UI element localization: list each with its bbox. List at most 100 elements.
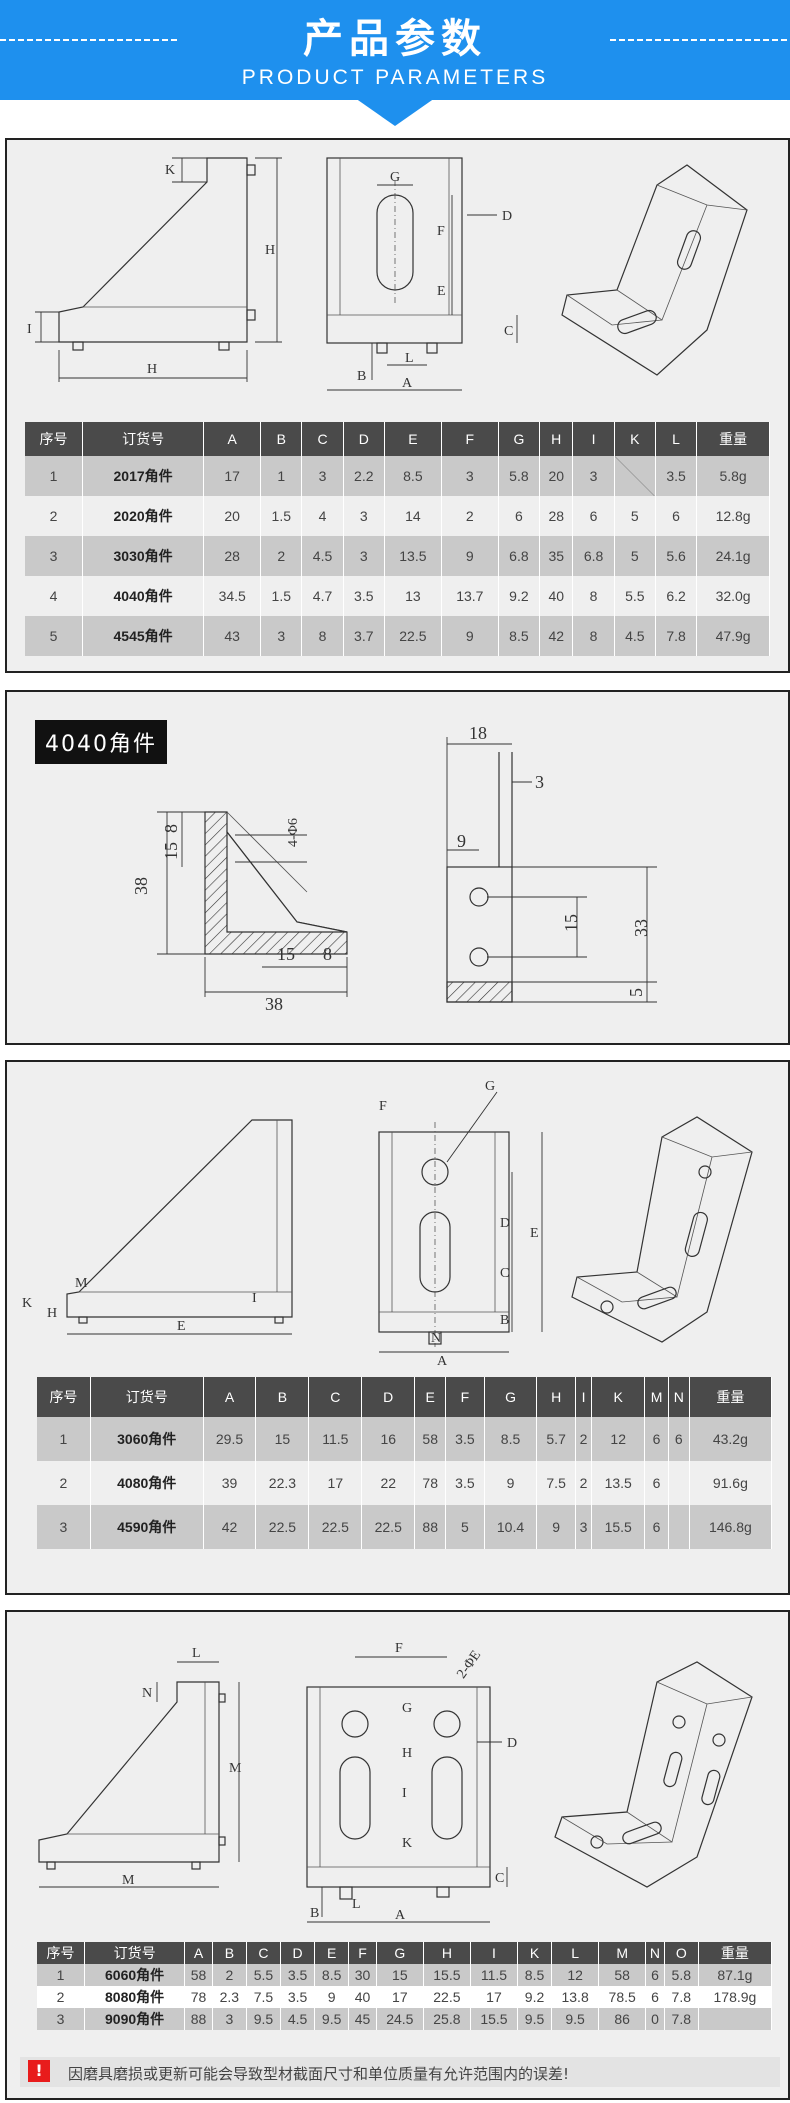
label-h-horizontal: H (147, 362, 157, 377)
cell: 28 (539, 496, 574, 536)
label-c: C (504, 324, 513, 339)
label-g: G (402, 1701, 412, 1716)
cell: 2 (37, 1461, 91, 1505)
cell: 78.5 (598, 1986, 647, 2008)
cell: 5.7 (536, 1417, 576, 1461)
cell: 5.5 (246, 1964, 282, 1986)
cell: 3 (25, 536, 83, 576)
label-k: K (165, 163, 175, 178)
cell: 1 (37, 1964, 85, 1986)
label-b: B (500, 1313, 509, 1328)
cell: 5.8 (498, 456, 541, 496)
cell: 7.8 (664, 1986, 699, 2008)
cell: 146.8g (689, 1505, 773, 1549)
label-e-vertical: E (530, 1226, 539, 1241)
label-k: K (22, 1296, 32, 1311)
cell: 43.2g (689, 1417, 773, 1461)
error-notice-bar: ! 因磨具磨损或更新可能会导致型材截面尺寸和单位质量有允许范围内的误差! (20, 2057, 780, 2087)
cell: 22.5 (384, 616, 442, 656)
dim-9: 9 (457, 831, 466, 851)
diagram-large-bracket: L N M M F 2-ΦE G H D I K C (38, 1641, 753, 1923)
cell: 30 (348, 1964, 377, 1986)
cell: 17 (308, 1461, 363, 1505)
label-d: D (502, 209, 512, 224)
cell: 1 (260, 456, 303, 496)
cell-model: 6060角件 (84, 1964, 186, 1986)
cell: 3 (575, 1505, 593, 1549)
col-header: E (414, 1377, 447, 1417)
dim-15-vertical: 15 (161, 842, 181, 860)
cell-model: 4040角件 (82, 576, 205, 616)
label-l: L (405, 351, 414, 366)
cell: 2.3 (212, 1986, 247, 2008)
cell: 5 (614, 536, 656, 576)
cell: 24.5 (376, 2008, 424, 2030)
dim-4-phi6: 4-Φ6 (286, 818, 301, 847)
cell: 5 (614, 496, 656, 536)
col-header: K (614, 422, 656, 456)
col-header: H (536, 1377, 576, 1417)
cell-model: 2017角件 (82, 456, 205, 496)
cell: 15 (255, 1417, 310, 1461)
cell: 47.9g (696, 616, 770, 656)
header-banner: 产品参数 PRODUCT PARAMETERS (0, 0, 790, 128)
table-row: 3 9090角件 88 3 9.5 4.5 9.5 45 24.5 25.8 1… (37, 2008, 773, 2030)
cell: 20 (203, 496, 262, 536)
spec-table-large: 序号 订货号 A B C D E F G H I K L M N O 重量 1 (37, 1942, 773, 2030)
cell: 28 (203, 536, 262, 576)
cell-model: 2020角件 (82, 496, 205, 536)
cell: 13.7 (441, 576, 499, 616)
col-header: E (384, 422, 442, 456)
col-header: 序号 (37, 1377, 91, 1417)
dim-3: 3 (535, 772, 544, 792)
cell: 6 (498, 496, 541, 536)
cell: 40 (348, 1986, 377, 2008)
long-side-view-drawing: E M K H I (22, 1119, 293, 1335)
cell: 86 (598, 2008, 647, 2030)
cell: 5 (445, 1505, 485, 1549)
label-d: D (507, 1736, 517, 1751)
cell: 17 (470, 1986, 518, 2008)
col-header: I (575, 1377, 593, 1417)
cell: 39 (203, 1461, 257, 1505)
cell: 8.5 (498, 616, 541, 656)
table-row: 4 4040角件 34.5 1.5 4.7 3.5 13 13.7 9.2 40… (25, 576, 770, 616)
dim-15-horizontal: 15 (277, 944, 295, 964)
tag-4040: 4040角件 (35, 720, 167, 764)
col-header: 订货号 (84, 1942, 186, 1964)
col-header: G (498, 422, 541, 456)
cell: 5.5 (614, 576, 656, 616)
col-header: 序号 (25, 422, 83, 456)
warning-icon: ! (28, 2060, 50, 2082)
label-f: F (395, 1641, 403, 1656)
diagram-general-bracket: K H I H G D F E C B (27, 157, 748, 391)
front-view-drawing: G D F E C B L A (326, 157, 518, 391)
cell: 58 (598, 1964, 647, 1986)
cell: 3.5 (343, 576, 385, 616)
diagram-long-bracket: E M K H I G F D C B E N A (22, 1079, 753, 1369)
cell: 3.5 (280, 1986, 316, 2008)
cell: 6 (644, 1417, 669, 1461)
col-header: C (301, 422, 344, 456)
cell: 42 (203, 1505, 257, 1549)
cell: 6 (645, 1986, 665, 2008)
col-header: F (441, 422, 499, 456)
cell-model: 4545角件 (82, 616, 205, 656)
cell: 4 (25, 576, 83, 616)
col-header: D (361, 1377, 416, 1417)
dim-8-horizontal: 8 (323, 944, 332, 964)
cell: 2.2 (343, 456, 385, 496)
long-isometric-view-drawing (571, 1116, 753, 1343)
col-header: H (423, 1942, 471, 1964)
cell: 35 (539, 536, 574, 576)
spec-table-long: 序号 订货号 A B C D E F G H I K M N 重量 1 3060… (37, 1377, 773, 1549)
col-header: O (664, 1942, 699, 1964)
large-side-view-drawing: L N M M (38, 1646, 242, 1888)
label-e: E (437, 284, 446, 299)
cell-model: 3060角件 (90, 1417, 204, 1461)
cell: 5.8g (696, 456, 770, 496)
cell: 12.8g (696, 496, 770, 536)
col-header: F (445, 1377, 485, 1417)
dim-38-vertical: 38 (131, 877, 151, 895)
cell: 8.5 (517, 1964, 553, 1986)
